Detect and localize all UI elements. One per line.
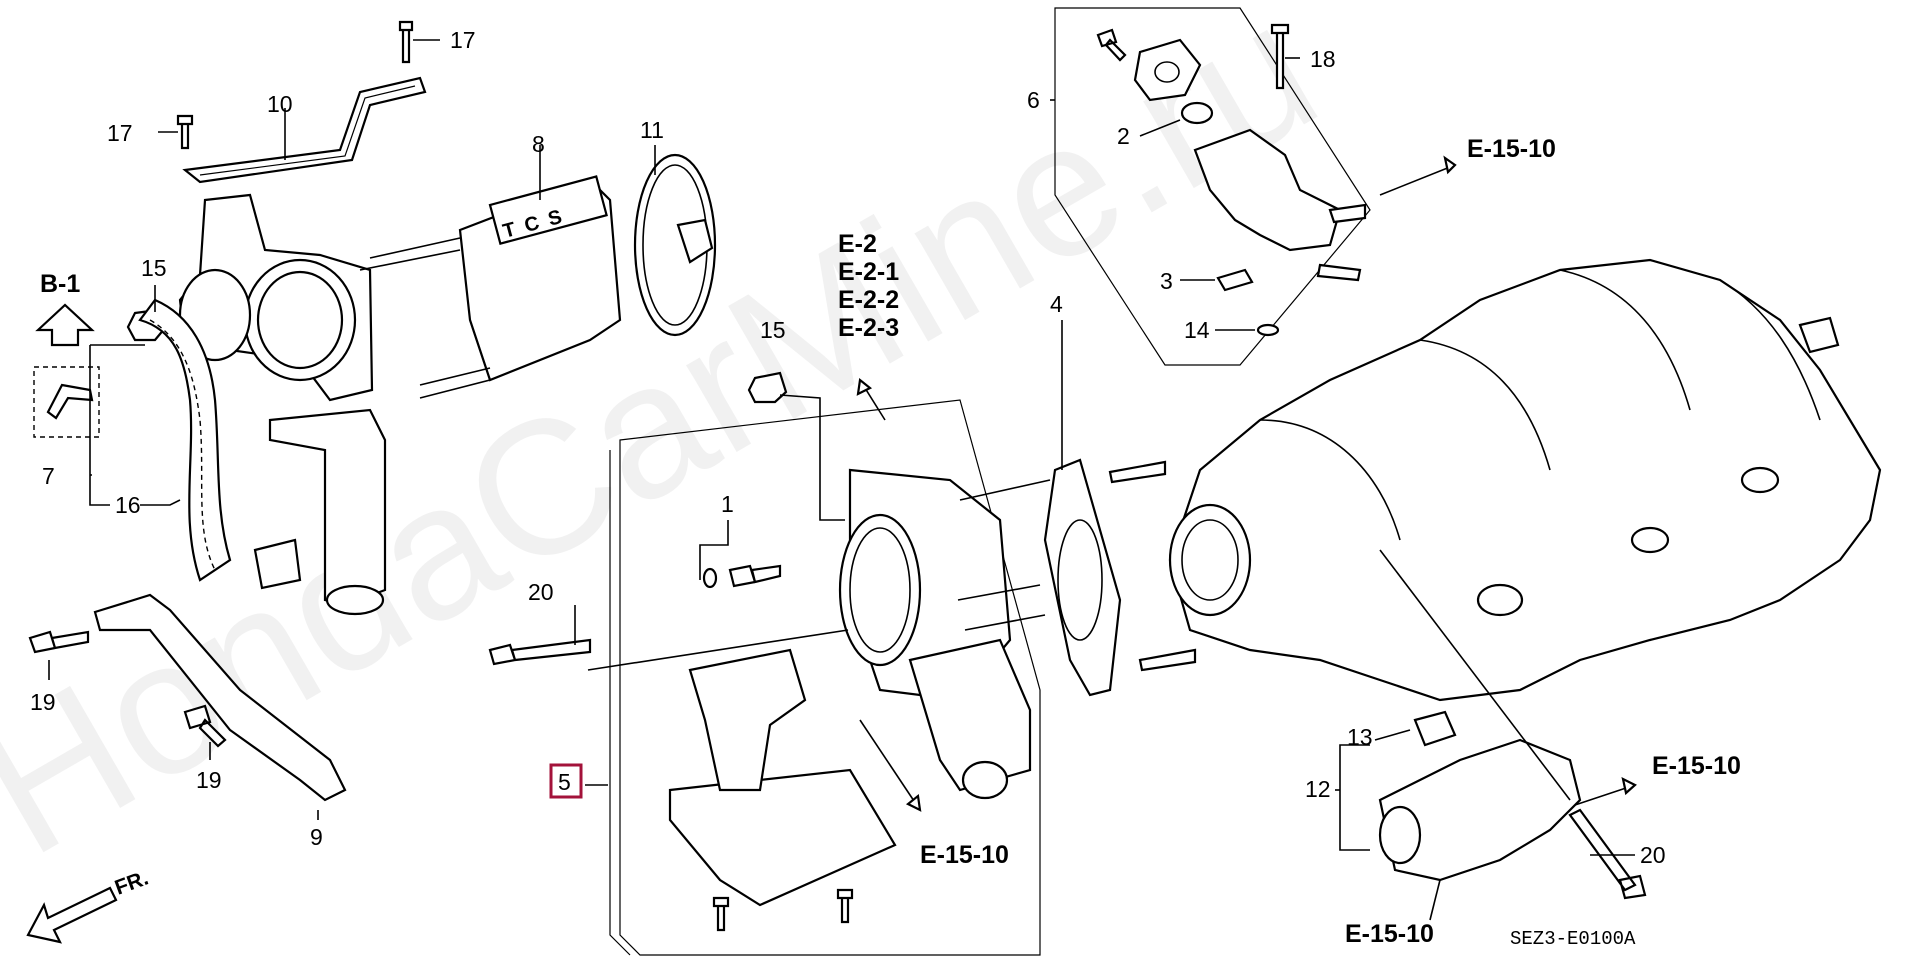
callout-1: 1 [721, 491, 734, 517]
ref-e2-1: E-2-1 [838, 258, 899, 286]
callout-19-left: 19 [30, 689, 56, 715]
diagram-code: SEZ3-E0100A [1510, 928, 1636, 950]
callout-12: 12 [1305, 776, 1331, 802]
highlight-box-5 [549, 763, 583, 799]
callout-11: 11 [640, 117, 664, 143]
o-ring-2 [1180, 101, 1214, 125]
bolt-17-top [398, 20, 414, 64]
tcs-assembly-8: TCS [359, 153, 717, 399]
hose-16 [138, 298, 232, 582]
bracket-lower [668, 768, 897, 907]
callout-17-top: 17 [450, 27, 476, 53]
throttle-body-assembly-5 [488, 371, 1122, 956]
bolt-bottom-b [836, 888, 854, 924]
callout-20-center: 20 [528, 579, 554, 605]
gasket-13 [1413, 710, 1457, 747]
bolt-20-center [488, 638, 592, 666]
callout-4: 4 [1050, 291, 1063, 317]
callout-14: 14 [1184, 317, 1210, 343]
callout-19-lower: 19 [196, 767, 222, 793]
callout-2: 2 [1117, 123, 1130, 149]
callout-leaders [48, 39, 1635, 856]
bolt-top-small [1096, 28, 1127, 62]
ref-e15-10-right: E-15-10 [1652, 752, 1741, 780]
bolt-18 [1270, 23, 1290, 90]
callout-7: 7 [42, 463, 55, 489]
stud-right-lower [1138, 648, 1197, 672]
ref-e2: E-2 [838, 230, 877, 258]
nut-15-center [747, 371, 788, 404]
group-12 [1378, 549, 1647, 900]
valve-assembly [1193, 128, 1342, 252]
callout-3: 3 [1160, 268, 1173, 294]
callout-6: 6 [1027, 87, 1040, 113]
dashed-inset-box [33, 366, 100, 438]
ref-e2-2: E-2-2 [838, 286, 899, 314]
ref-e15-10-bottom: E-15-10 [1345, 920, 1434, 948]
callout-15-center: 15 [760, 317, 786, 343]
bolt-17-left [176, 114, 194, 150]
callout-13: 13 [1347, 724, 1373, 750]
fr-arrow-icon [26, 886, 118, 944]
bolt-19-lower [183, 704, 227, 748]
seal-3 [1216, 268, 1254, 292]
ref-b1: B-1 [40, 270, 80, 298]
callout-10: 10 [267, 91, 293, 117]
callout-16: 16 [115, 492, 141, 518]
clamp-11 [633, 153, 717, 337]
bolt-19-left [28, 630, 90, 654]
ref-e15-10-top: E-15-10 [1467, 135, 1556, 163]
callout-numbers: 17 17 10 8 11 15 7 16 19 19 9 15 1 20 5 … [30, 27, 1666, 868]
bolt-20-right [1568, 808, 1647, 900]
screw-1 [728, 564, 782, 588]
fr-direction-label: FR. [112, 867, 152, 900]
left-throttle-assembly [28, 20, 427, 802]
stud-right-upper [1108, 460, 1167, 484]
callout-5: 5 [558, 769, 571, 795]
gasket-top [1133, 38, 1202, 102]
callout-20-right: 20 [1640, 842, 1666, 868]
intake-manifold [1108, 258, 1882, 702]
gasket-4 [1043, 458, 1122, 697]
callout-8: 8 [532, 131, 545, 157]
group-6 [1054, 7, 1371, 366]
callout-9: 9 [310, 824, 323, 850]
bolt-bottom-a [712, 896, 730, 932]
reference-arrows [26, 155, 1637, 944]
valve-12 [1378, 738, 1582, 882]
up-arrow-icon [35, 303, 95, 347]
callout-17-left: 17 [107, 120, 133, 146]
callout-15-left: 15 [141, 255, 167, 281]
callout-18: 18 [1310, 46, 1336, 72]
bracket-10-shape [182, 76, 427, 184]
washer-14 [1256, 323, 1280, 337]
ref-e15-10-center: E-15-10 [920, 841, 1009, 869]
stay-9 [93, 593, 347, 802]
ref-e2-3: E-2-3 [838, 314, 899, 342]
